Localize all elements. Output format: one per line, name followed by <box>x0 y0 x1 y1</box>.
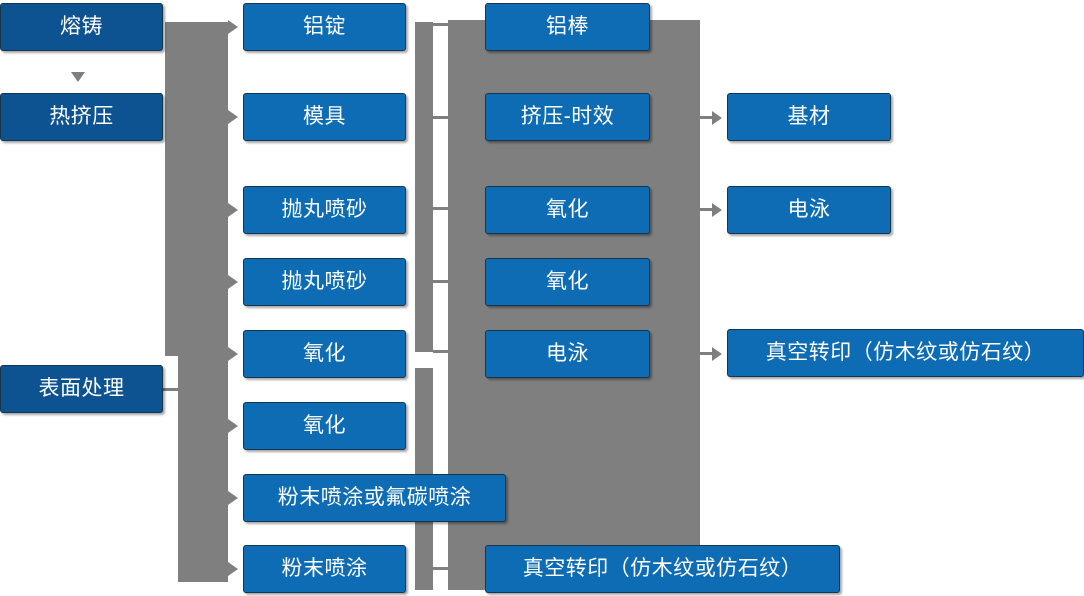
arrow-to-sub-aluminum-ingot <box>228 20 238 34</box>
sub-node-aluminum-ingot[interactable]: 铝锭 <box>243 3 406 51</box>
op-node-electrophoresis[interactable]: 电泳 <box>485 330 650 378</box>
arrow-to-sub-mould <box>228 110 238 124</box>
sub-node-shot-blasting-2[interactable]: 抛丸喷砂 <box>243 258 406 306</box>
tie-line-3 <box>433 207 449 210</box>
sub-node-powder-coating[interactable]: 粉末喷涂 <box>243 545 406 593</box>
out-label-base-material: 基材 <box>787 105 831 129</box>
op-node-oxidation-1[interactable]: 氧化 <box>485 186 650 234</box>
stem-to-out-base-material <box>700 116 712 119</box>
connector-stage-to-sub-upper <box>165 22 228 356</box>
sub-label-shot-blasting-2: 抛丸喷砂 <box>281 270 368 294</box>
out-label-electrophoresis: 电泳 <box>787 198 831 222</box>
op-label-aluminum-bar: 铝棒 <box>546 15 589 39</box>
tie-line-6 <box>433 567 449 570</box>
sub-label-mould: 模具 <box>303 105 346 129</box>
arrow-to-sub-oxidation-2 <box>228 419 238 433</box>
sub-node-mould[interactable]: 模具 <box>243 93 406 141</box>
out-node-base-material[interactable]: 基材 <box>727 93 891 141</box>
arrow-to-sub-powder-coating <box>228 562 238 576</box>
sub-node-shot-blasting-1[interactable]: 抛丸喷砂 <box>243 186 406 234</box>
arrow-to-sub-shot-blasting-1 <box>228 203 238 217</box>
sub-label-powder-coating: 粉末喷涂 <box>281 557 368 581</box>
out-node-electrophoresis[interactable]: 电泳 <box>727 186 891 234</box>
arrow-to-sub-powder-or-pvdf <box>228 491 238 505</box>
stem-to-out-electrophoresis <box>700 208 712 211</box>
sub-label-oxidation-1: 氧化 <box>303 342 346 366</box>
arrow-to-out-electrophoresis <box>712 203 722 217</box>
arrow-down-to-hot-extrusion <box>71 72 85 82</box>
stage-node-melting-casting[interactable]: 熔铸 <box>0 3 163 51</box>
arrow-to-sub-shot-blasting-2 <box>228 275 238 289</box>
connector-stage-to-sub-lower <box>178 356 228 582</box>
connector-sub-riser-upper <box>415 22 433 352</box>
op-label-oxidation-1: 氧化 <box>546 198 589 222</box>
sub-label-powder-or-pvdf: 粉末喷涂或氟碳喷涂 <box>277 486 472 510</box>
op-label-electrophoresis: 电泳 <box>546 342 589 366</box>
connector-surface-treatment-stem <box>163 388 180 391</box>
stage-node-hot-extrusion[interactable]: 热挤压 <box>0 93 163 141</box>
op-label-extrusion-aging: 挤压-时效 <box>520 105 615 129</box>
op-label-vacuum-transfer: 真空转印（仿木纹或仿石纹） <box>522 557 803 581</box>
stage-label-surface-treatment: 表面处理 <box>38 377 125 401</box>
stage-node-surface-treatment[interactable]: 表面处理 <box>0 365 163 413</box>
sub-label-shot-blasting-1: 抛丸喷砂 <box>281 198 368 222</box>
out-label-vacuum-transfer: 真空转印（仿木纹或仿石纹） <box>765 341 1046 365</box>
op-label-oxidation-2: 氧化 <box>546 270 589 294</box>
op-node-oxidation-2[interactable]: 氧化 <box>485 258 650 306</box>
stage-label-hot-extrusion: 热挤压 <box>49 105 114 129</box>
arrow-to-out-base-material <box>712 111 722 125</box>
stage-label-melting-casting: 熔铸 <box>60 15 103 39</box>
op-node-aluminum-bar[interactable]: 铝棒 <box>485 3 650 51</box>
op-node-vacuum-transfer[interactable]: 真空转印（仿木纹或仿石纹） <box>485 545 840 593</box>
arrow-to-sub-oxidation-1 <box>228 347 238 361</box>
sub-node-oxidation-1[interactable]: 氧化 <box>243 330 406 378</box>
tie-line-4 <box>433 280 449 283</box>
sub-node-oxidation-2[interactable]: 氧化 <box>243 402 406 450</box>
tie-line-1 <box>433 23 449 26</box>
op-node-extrusion-aging[interactable]: 挤压-时效 <box>485 93 650 141</box>
arrow-to-out-vacuum-transfer <box>712 347 722 361</box>
sub-label-oxidation-2: 氧化 <box>303 414 346 438</box>
tie-line-5 <box>433 350 449 353</box>
sub-node-powder-or-pvdf[interactable]: 粉末喷涂或氟碳喷涂 <box>243 474 506 522</box>
tie-line-2 <box>433 116 449 119</box>
sub-label-aluminum-ingot: 铝锭 <box>303 15 346 39</box>
stem-to-out-vacuum-transfer <box>700 352 712 355</box>
out-node-vacuum-transfer[interactable]: 真空转印（仿木纹或仿石纹） <box>727 329 1084 377</box>
